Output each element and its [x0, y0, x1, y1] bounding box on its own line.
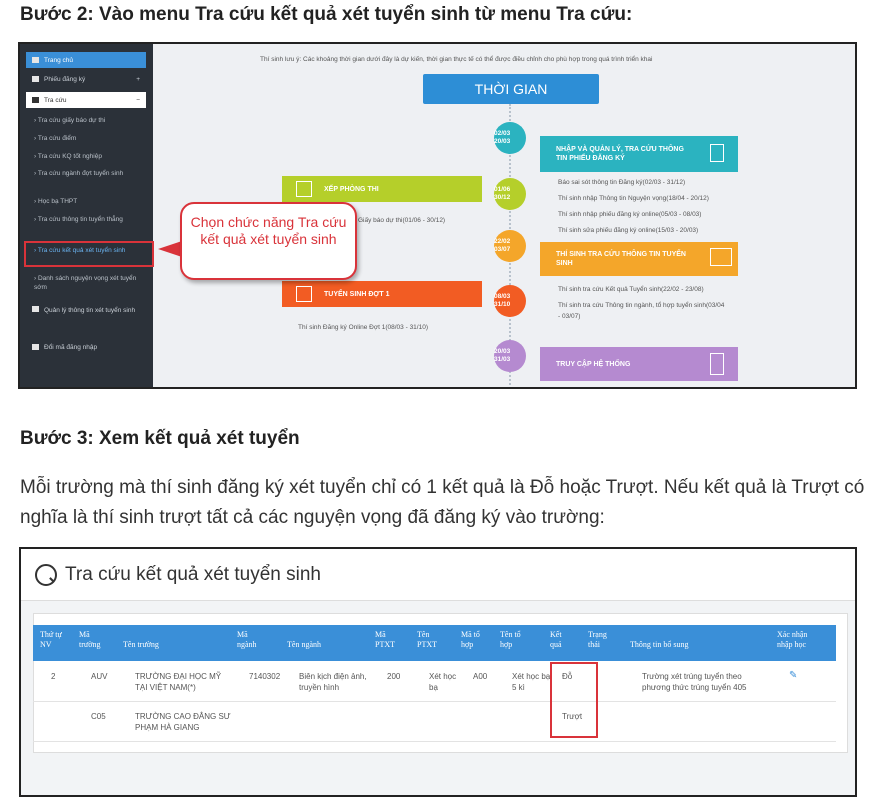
- sidebar-item-label: Phiếu đăng ký: [44, 75, 86, 83]
- col-header: Kết quả: [550, 630, 562, 649]
- timeline-line-text: Thí sinh nhập phiếu đăng ký online(05/03…: [558, 211, 702, 218]
- ribbon-label: TUYỂN SINH ĐỢT 1: [324, 290, 390, 298]
- sidebar-item-home[interactable]: Trang chủ: [26, 52, 146, 68]
- row-divider: [33, 701, 836, 702]
- ribbon-xep-phong: XẾP PHÒNG THI: [282, 176, 482, 202]
- timeline-line-text: Thí sinh tra cứu Kết quả Tuyển sinh(22/0…: [558, 286, 704, 293]
- file-icon: [32, 76, 39, 82]
- magnifier-icon: [35, 563, 57, 586]
- ribbon-tra-cuu: THÍ SINH TRA CỨU THÔNG TIN TUYỂN SINH: [540, 242, 738, 276]
- screenshot-menu: Trang chủ Phiếu đăng ký + Tra cứu − › Tr…: [18, 42, 857, 389]
- date-circle: 08/03 31/10: [494, 285, 526, 317]
- timeline-line-text: Thí sinh tra cứu Thông tin ngành, tổ hợp…: [558, 302, 725, 320]
- sidebar-subitem[interactable]: › Học bạ THPT: [34, 198, 78, 205]
- search-icon: [32, 97, 39, 103]
- sidebar-subitem[interactable]: › Tra cứu thông tin tuyển thẳng: [34, 216, 123, 223]
- key-icon: [32, 344, 39, 350]
- ribbon-tuyen-sinh: TUYỂN SINH ĐỢT 1: [282, 281, 482, 307]
- sidebar-item-label: Quản lý thông tin xét tuyển sinh: [44, 307, 136, 314]
- checklist-icon: [296, 286, 312, 302]
- timeline-line-text: Thí sinh nhập Thông tin Nguyện vọng(18/0…: [558, 195, 709, 202]
- cell-ten-truong: TRƯỜNG ĐẠI HỌC MỸ TẠI VIỆT NAM(*): [135, 672, 222, 692]
- col-header: Mã tổ hợp: [461, 630, 480, 649]
- cell-ten-ptxt: Xét học bạ: [429, 672, 457, 692]
- ribbon-label: TRUY CẬP HỆ THỐNG: [556, 360, 631, 368]
- results-header: Tra cứu kết quả xét tuyển sinh: [21, 549, 855, 601]
- step3-paragraph: Mỗi trường mà thí sinh đăng ký xét tuyển…: [20, 477, 865, 528]
- cell-thong-tin: Trường xét trúng tuyển theo phương thức …: [642, 672, 747, 692]
- col-header: Tên trường: [123, 640, 159, 649]
- sidebar-subitem[interactable]: › Tra cứu điểm: [34, 135, 77, 142]
- date-circle: 01/06 30/12: [494, 178, 526, 210]
- timeline-notice: Thí sinh lưu ý: Các khoảng thời gian dướ…: [260, 56, 653, 63]
- timeline-line-text: Giấy báo dự thi(01/06 - 30/12): [358, 217, 446, 224]
- phone-icon: [710, 353, 724, 375]
- date-circle: 20/03 31/03: [494, 340, 526, 372]
- plus-icon: +: [136, 75, 140, 83]
- step2-heading: Bước 2: Vào menu Tra cứu kết quả xét tuy…: [20, 4, 633, 25]
- sidebar-subitem[interactable]: › Tra cứu ngành đợt tuyển sinh: [34, 170, 124, 177]
- date-circle: 02/03 20/03: [494, 122, 526, 154]
- timeline-line-text: Báo sai sót thông tin Đăng ký(02/03 - 31…: [558, 179, 686, 186]
- screenshot-results: Tra cứu kết quả xét tuyển sinh Thứ tự NV…: [19, 547, 857, 797]
- sidebar-item-label: Trang chủ: [44, 56, 74, 64]
- cell-ket-qua: Trượt: [562, 712, 583, 721]
- cell-ten-to-hop: Xét học bạ 5 kì: [512, 672, 551, 692]
- cell-stt: 2: [51, 672, 56, 681]
- ribbon-label: NHẬP VÀ QUẢN LÝ, TRA CỨU THÔNG TIN PHIẾU…: [556, 146, 684, 162]
- ket-qua-highlight: [550, 662, 598, 738]
- row-divider: [33, 741, 836, 742]
- ribbon-label: XẾP PHÒNG THI: [324, 185, 379, 193]
- document-icon: [710, 144, 724, 162]
- sidebar-subitem[interactable]: › Danh sách nguyện vọng xét tuyển sớm: [34, 275, 137, 291]
- sidebar-item-label: Đổi mã đăng nhập: [44, 343, 98, 351]
- cell-ket-qua: Đỗ: [562, 672, 573, 681]
- sidebar-item-quan-ly[interactable]: Quản lý thông tin xét tuyển sinh: [26, 306, 146, 328]
- sidebar-item-label: Tra cứu: [44, 96, 67, 104]
- col-header: Tên ngành: [287, 640, 321, 649]
- callout-pointer: [158, 241, 182, 257]
- callout-box: Chọn chức năng Tra cứu kết quả xét tuyển…: [180, 202, 357, 280]
- cell-ma-to-hop: A00: [473, 672, 488, 681]
- grid-icon: [32, 306, 39, 312]
- cell-ma-truong: C05: [91, 712, 106, 721]
- results-title: Tra cứu kết quả xét tuyển sinh: [65, 563, 321, 585]
- ribbon-label: THÍ SINH TRA CỨU THÔNG TIN TUYỂN SINH: [556, 251, 686, 267]
- monitor-icon: [710, 248, 732, 266]
- cell-ten-truong: TRƯỜNG CAO ĐẲNG SƯ PHẠM HÀ GIANG: [135, 712, 231, 732]
- col-header: Thông tin bổ sung: [630, 640, 689, 649]
- sidebar-subitem[interactable]: › Tra cứu KQ tốt nghiệp: [34, 153, 102, 160]
- edit-icon[interactable]: ✎: [789, 670, 798, 681]
- col-header: Mã trường: [79, 630, 101, 649]
- sidebar-item-phieu[interactable]: Phiếu đăng ký +: [26, 71, 146, 87]
- col-header: Tên tổ hợp: [500, 630, 521, 649]
- col-header: Mã PTXT: [375, 630, 395, 649]
- sidebar: Trang chủ Phiếu đăng ký + Tra cứu − › Tr…: [20, 44, 154, 387]
- home-icon: [32, 57, 39, 63]
- checklist-icon: [296, 181, 312, 197]
- col-header: Mã ngành: [237, 630, 257, 649]
- sidebar-item-doi-ma[interactable]: Đổi mã đăng nhập: [26, 339, 146, 355]
- timeline-line-text: Thí sinh Đăng ký Online Đợt 1(08/03 - 31…: [298, 324, 428, 331]
- thoi-gian-banner: THỜI GIAN: [423, 74, 599, 104]
- sidebar-subitem-ket-qua[interactable]: › Tra cứu kết quả xét tuyển sinh: [24, 241, 154, 267]
- cell-ma-truong: AUV: [91, 672, 108, 681]
- ribbon-truy-cap: TRUY CẬP HỆ THỐNG: [540, 347, 738, 381]
- step3-heading: Bước 3: Xem kết quả xét tuyển: [20, 428, 300, 449]
- cell-ten-nganh: Biên kịch điện ảnh, truyền hình: [299, 672, 367, 692]
- results-table-header: Thứ tự NV Mã trường Tên trường Mã ngành …: [33, 625, 836, 661]
- cell-ma-ptxt: 200: [387, 672, 401, 681]
- date-circle: 22/02 03/07: [494, 230, 526, 262]
- sidebar-subitem[interactable]: › Tra cứu giấy báo dự thi: [34, 117, 106, 124]
- minus-icon: −: [136, 96, 140, 104]
- sidebar-item-tra-cuu[interactable]: Tra cứu −: [26, 92, 146, 108]
- ribbon-nhap: NHẬP VÀ QUẢN LÝ, TRA CỨU THÔNG TIN PHIẾU…: [540, 136, 738, 172]
- col-header: Trạng thái: [588, 630, 607, 649]
- cell-ma-nganh: 7140302: [249, 672, 281, 681]
- timeline-line-text: Thí sinh sửa phiếu đăng ký online(15/03 …: [558, 227, 699, 234]
- col-header: Tên PTXT: [417, 630, 437, 649]
- col-header: Thứ tự NV: [40, 630, 62, 649]
- col-header: Xác nhận nhập học: [777, 630, 808, 649]
